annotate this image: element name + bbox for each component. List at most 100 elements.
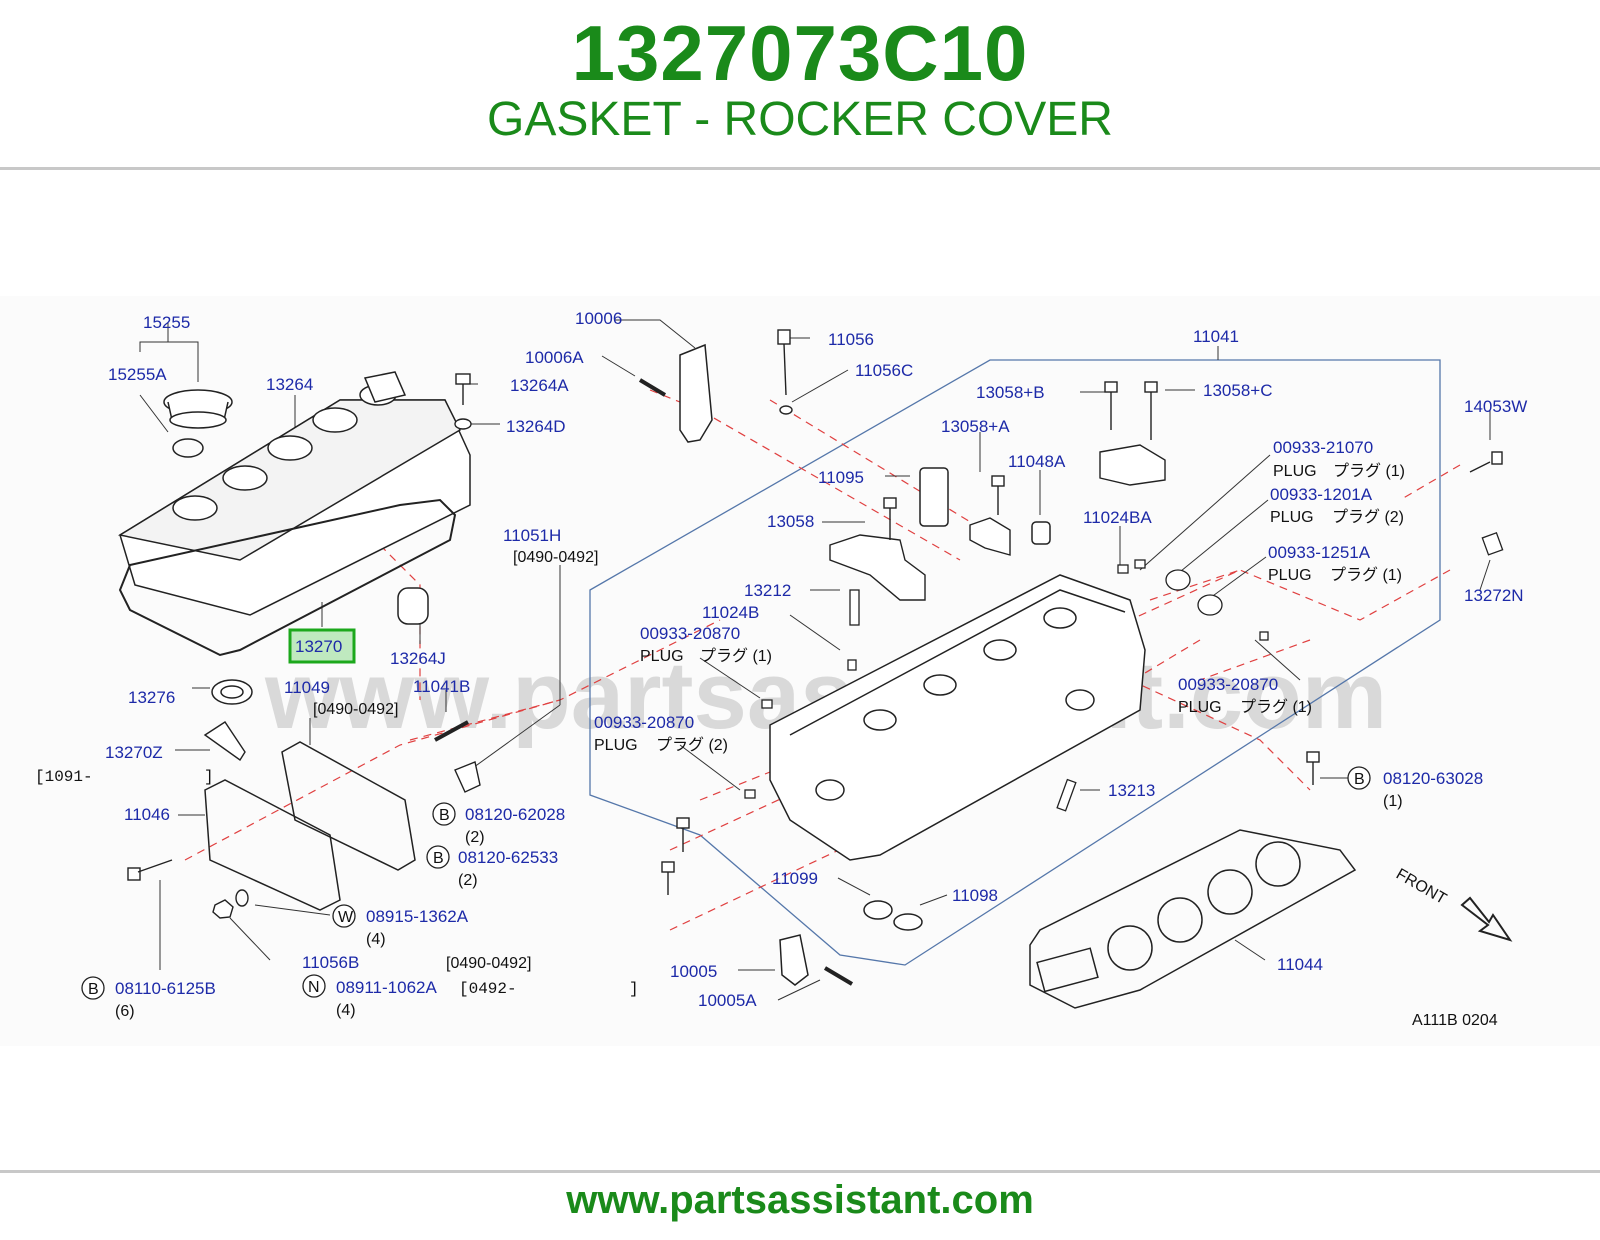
label-0492-range-end: ] <box>629 980 639 998</box>
exploded-parts-diagram: www.partsassistant.com <box>35 309 1527 1029</box>
label-08915-qty: (4) <box>366 931 386 948</box>
lifter-11095 <box>919 467 949 527</box>
label-13058C: 13058+C <box>1203 381 1272 400</box>
label-0492-range: [0492- <box>459 980 517 998</box>
label-13058B: 13058+B <box>976 383 1045 402</box>
washer-08915 <box>235 889 249 907</box>
label-08120-62533: 08120-62533 <box>458 848 558 867</box>
engine-hanger-10006 <box>679 343 713 443</box>
front-arrow-icon <box>1460 896 1513 942</box>
cap-13272N <box>1481 531 1504 556</box>
label-13264A: 13264A <box>510 376 569 395</box>
label-08120-62533-qty: (2) <box>458 872 478 889</box>
label-00933-20870-b: 00933-20870 <box>594 713 694 732</box>
label-08911-1062A: 08911-1062A <box>336 978 437 997</box>
label-plug-b: PLUG <box>594 737 638 754</box>
label-11056C: 11056C <box>855 361 913 380</box>
part-number-title: 1327073C10 <box>571 9 1029 97</box>
label-15255A: 15255A <box>108 365 167 384</box>
label-00933-20870-a: 00933-20870 <box>640 624 740 643</box>
part-11051H <box>454 761 481 793</box>
seal-11098 <box>893 913 923 931</box>
dowel-13212 <box>849 589 860 626</box>
stud-11041B <box>434 720 469 742</box>
cam-bracket-bolts <box>883 381 1158 540</box>
diagram-panel: www.partsassistant.com <box>0 296 1600 1046</box>
front-label: FRONT <box>1393 866 1449 908</box>
gasket-11049 <box>281 741 416 871</box>
circle-code-b: B <box>439 807 450 824</box>
label-1091-range-end: ] <box>204 768 214 786</box>
label-plug-e: PLUG <box>1268 567 1312 584</box>
label-08110-qty: (6) <box>115 1003 135 1020</box>
grommet-13264J <box>397 587 429 625</box>
label-11056: 11056 <box>828 330 874 349</box>
label-11056B-range: [0490-0492] <box>446 955 531 972</box>
label-08110-6125B: 08110-6125B <box>115 979 216 998</box>
circle-code-w: W <box>338 909 354 926</box>
rear-hanger-10005 <box>779 934 809 986</box>
label-11041: 11041 <box>1193 327 1239 346</box>
label-00933-1201A: 00933-1201A <box>1270 485 1373 504</box>
head-bolts <box>661 451 1503 895</box>
label-plug-d: PLUG <box>1270 509 1314 526</box>
plugs <box>744 559 1269 799</box>
label-13264J: 13264J <box>390 649 446 668</box>
label-plug-e-jp: プラグ (1) <box>1330 566 1402 584</box>
label-08120-62028: 08120-62028 <box>465 805 565 824</box>
label-11051H-range: [0490-0492] <box>513 549 598 566</box>
label-08120-63028-qty: (1) <box>1383 793 1403 810</box>
label-plug-c-jp: プラグ (1) <box>1333 462 1405 480</box>
label-plug-c: PLUG <box>1273 463 1317 480</box>
label-13270: 13270 <box>295 637 342 656</box>
footer-divider <box>0 1170 1600 1173</box>
label-10006A: 10006A <box>525 348 584 367</box>
label-08911-qty: (4) <box>336 1002 356 1019</box>
label-08120-62028-qty: (2) <box>465 829 485 846</box>
label-11049: 11049 <box>284 678 330 697</box>
label-11056B: 11056B <box>302 953 359 972</box>
label-00933-20870-c: 00933-20870 <box>1178 675 1278 694</box>
cover-bolt <box>454 373 472 430</box>
label-10005A: 10005A <box>698 991 757 1010</box>
cover-plate-11046 <box>204 779 341 911</box>
label-11099: 11099 <box>772 869 818 888</box>
seal-11048A <box>1031 521 1051 545</box>
circle-code-b: B <box>1354 771 1365 788</box>
header: 1327073C10 GASKET - ROCKER COVER <box>0 0 1600 168</box>
label-13058A: 13058+A <box>941 417 1010 436</box>
oil-filler-cap <box>163 389 233 429</box>
label-11024B: 11024B <box>702 603 759 622</box>
label-00933-1251A: 00933-1251A <box>1268 543 1371 562</box>
dowel-13213 <box>1056 778 1077 812</box>
label-11095: 11095 <box>818 468 864 487</box>
seal-11099 <box>863 900 893 920</box>
label-1091-range: [1091- <box>35 768 93 786</box>
label-11051H: 11051H <box>503 526 561 545</box>
label-13270Z: 13270Z <box>105 743 163 762</box>
cylinder-head <box>769 574 1146 861</box>
circle-code-n: N <box>308 979 320 996</box>
label-10006: 10006 <box>575 309 622 328</box>
bolt-10006A <box>638 378 667 397</box>
label-08120-63028: 08120-63028 <box>1383 769 1483 788</box>
label-plug-a-jp: プラグ (1) <box>700 647 772 665</box>
label-13058: 13058 <box>767 512 814 531</box>
label-plug-f: PLUG <box>1178 699 1222 716</box>
bolt-08110-6125B <box>127 859 173 881</box>
footer-url[interactable]: www.partsassistant.com <box>566 1178 1034 1222</box>
leader-lines <box>139 319 1491 1001</box>
label-15255: 15255 <box>143 313 190 332</box>
label-14053W: 14053W <box>1464 397 1527 416</box>
label-11049-range: [0490-0492] <box>313 701 398 718</box>
bolt-10005A <box>823 966 854 986</box>
label-11048A: 11048A <box>1008 452 1066 471</box>
seal-13276 <box>211 679 253 705</box>
label-00933-21070: 00933-21070 <box>1273 438 1373 457</box>
highlighted-part-box <box>288 628 356 664</box>
label-plug-d-jp: プラグ (2) <box>1332 508 1404 526</box>
label-plug-b-jp: プラグ (2) <box>656 736 728 754</box>
rocker-cover-gasket <box>118 498 457 657</box>
circle-code-b: B <box>88 981 99 998</box>
nut-08911 <box>212 899 234 919</box>
